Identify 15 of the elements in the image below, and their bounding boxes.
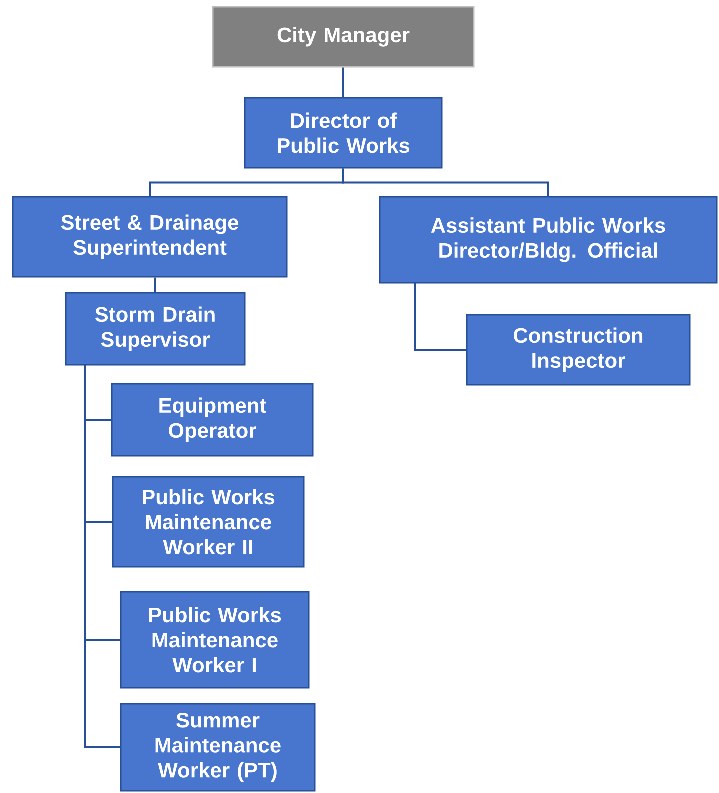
connector-line — [84, 365, 120, 748]
connector-line — [342, 68, 344, 98]
connector-line — [414, 283, 466, 351]
org-box: Public Works Maintenance Worker I — [120, 591, 310, 689]
org-box: City Manager — [212, 6, 475, 68]
connector-line — [154, 278, 156, 292]
org-box: Storm Drain Supervisor — [65, 292, 246, 366]
org-box: Assistant Public Works Director/Bldg. Official — [379, 196, 718, 284]
org-box: Summer Maintenance Worker (PT) — [120, 703, 316, 792]
org-box: Equipment Operator — [111, 383, 314, 457]
org-box: Street & Drainage Superintendent — [12, 196, 288, 278]
org-box: Director of Public Works — [244, 97, 443, 169]
org-box: Construction Inspector — [466, 314, 691, 386]
connector-line — [342, 168, 550, 196]
org-box: Public Works Maintenance Worker II — [112, 476, 305, 568]
